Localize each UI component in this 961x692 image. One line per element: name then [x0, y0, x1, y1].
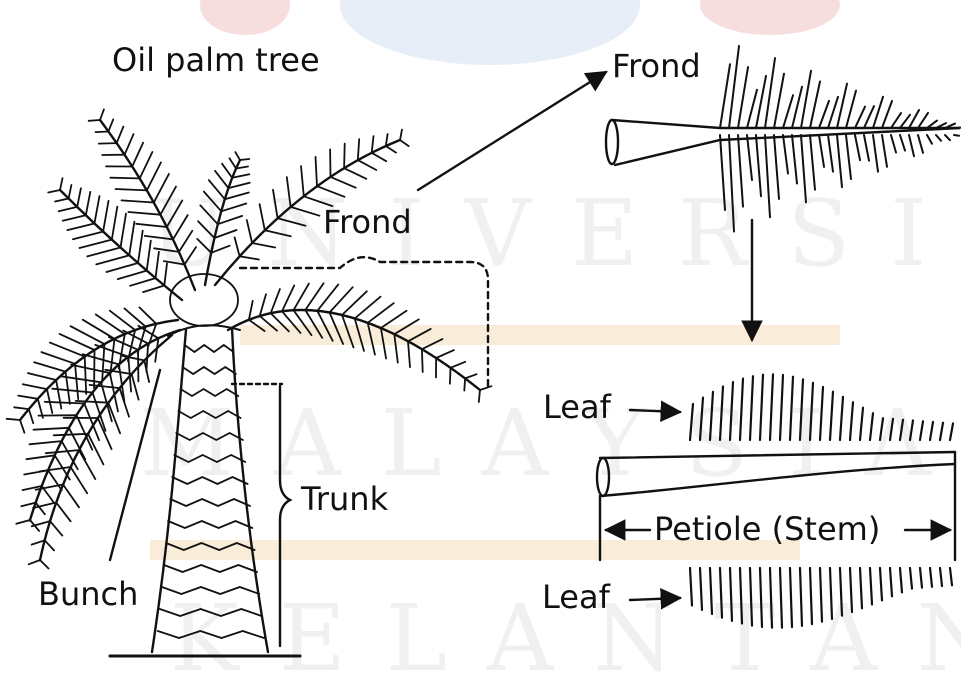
frond-label-top: Frond	[612, 50, 701, 82]
frond-parts-illustration	[597, 220, 955, 628]
leaf-label-bottom: Leaf	[542, 581, 610, 613]
leaf-row-top	[690, 374, 953, 440]
leaf-bottom-arrow	[630, 598, 680, 600]
trunk-bracket	[280, 386, 290, 646]
palm-tree-illustration	[7, 109, 492, 656]
petiole-top-edge	[600, 452, 955, 458]
petiole-label: Petiole (Stem)	[654, 513, 880, 545]
trunk-label: Trunk	[301, 483, 388, 515]
tree-frond-left-droop-rachis	[40, 335, 172, 560]
diagram: UNIVERSITI MALAYSIA KELANTAN Oil palm tr…	[0, 0, 961, 662]
frond-to-detail-arrow	[418, 72, 606, 190]
frond-petiole-end	[606, 120, 618, 164]
tree-frond-left-low-rachis	[30, 330, 180, 520]
tree-frond-top	[197, 152, 250, 285]
tree-frond-left-droop	[29, 335, 172, 569]
leaf-label-top: Leaf	[543, 391, 611, 423]
title-label: Oil palm tree	[112, 44, 320, 76]
line-drawing	[0, 0, 961, 662]
bunch-label: Bunch	[38, 578, 138, 610]
trunk-bark-pattern	[158, 345, 264, 638]
petiole-end	[597, 458, 609, 496]
tree-frond-left-low	[16, 326, 180, 531]
leaf-top-arrow	[630, 410, 680, 412]
petiole-bottom-edge	[600, 464, 955, 496]
frond-leaflets	[720, 46, 961, 232]
leaf-row-bottom	[690, 568, 952, 628]
callout-lines	[232, 72, 606, 646]
trunk-right-edge	[232, 328, 268, 652]
tree-frond-left-high	[48, 178, 182, 300]
bunch-pointer-line	[110, 370, 160, 560]
tree-frond-right-leaflets	[249, 283, 492, 402]
frond-label-tree: Frond	[323, 206, 412, 238]
